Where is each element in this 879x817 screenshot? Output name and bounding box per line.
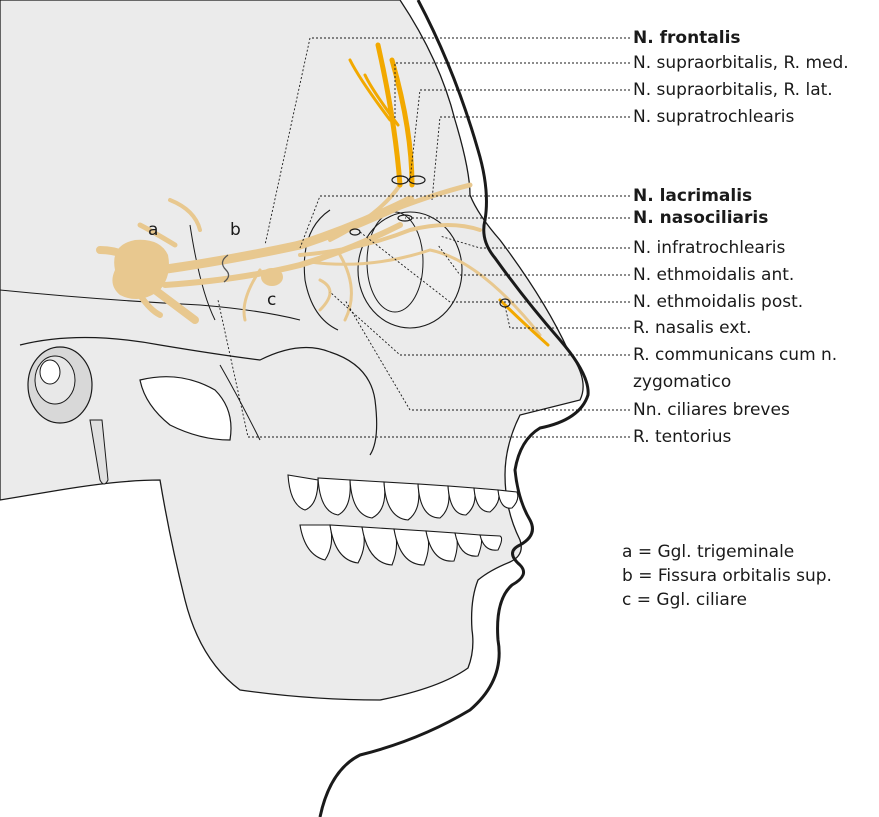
legend-item-a: a = Ggl. trigeminale bbox=[622, 540, 832, 564]
label-n-nasociliaris: N. nasociliaris bbox=[633, 208, 768, 228]
label-r-tentorius: R. tentorius bbox=[633, 427, 731, 447]
label-c: c bbox=[267, 290, 276, 310]
legend-item-b: b = Fissura orbitalis sup. bbox=[622, 564, 832, 588]
legend: a = Ggl. trigeminale b = Fissura orbital… bbox=[622, 540, 832, 612]
legend-item-c: c = Ggl. ciliare bbox=[622, 588, 832, 612]
ear-canal-inner bbox=[40, 360, 60, 384]
label-n-lacrimalis: N. lacrimalis bbox=[633, 186, 752, 206]
skull-outline bbox=[0, 0, 583, 700]
label-n-ethmoidalis-ant: N. ethmoidalis ant. bbox=[633, 265, 794, 285]
label-n-frontalis: N. frontalis bbox=[633, 28, 741, 48]
label-nn-ciliares-breves: Nn. ciliares breves bbox=[633, 400, 790, 420]
label-n-infratrochlearis: N. infratrochlearis bbox=[633, 238, 785, 258]
label-b: b bbox=[230, 220, 241, 240]
label-r-communicans: R. communicans cum n. bbox=[633, 345, 837, 365]
label-n-ethmoidalis-post: N. ethmoidalis post. bbox=[633, 292, 803, 312]
label-a: a bbox=[148, 220, 158, 240]
label-n-supraorbitalis-lat: N. supraorbitalis, R. lat. bbox=[633, 80, 833, 100]
label-zygomatico: zygomatico bbox=[633, 372, 731, 392]
label-r-nasalis-ext: R. nasalis ext. bbox=[633, 318, 751, 338]
label-n-supratrochlearis: N. supratrochlearis bbox=[633, 107, 794, 127]
label-n-supraorbitalis-med: N. supraorbitalis, R. med. bbox=[633, 53, 849, 73]
ciliary-ganglion bbox=[261, 268, 283, 286]
